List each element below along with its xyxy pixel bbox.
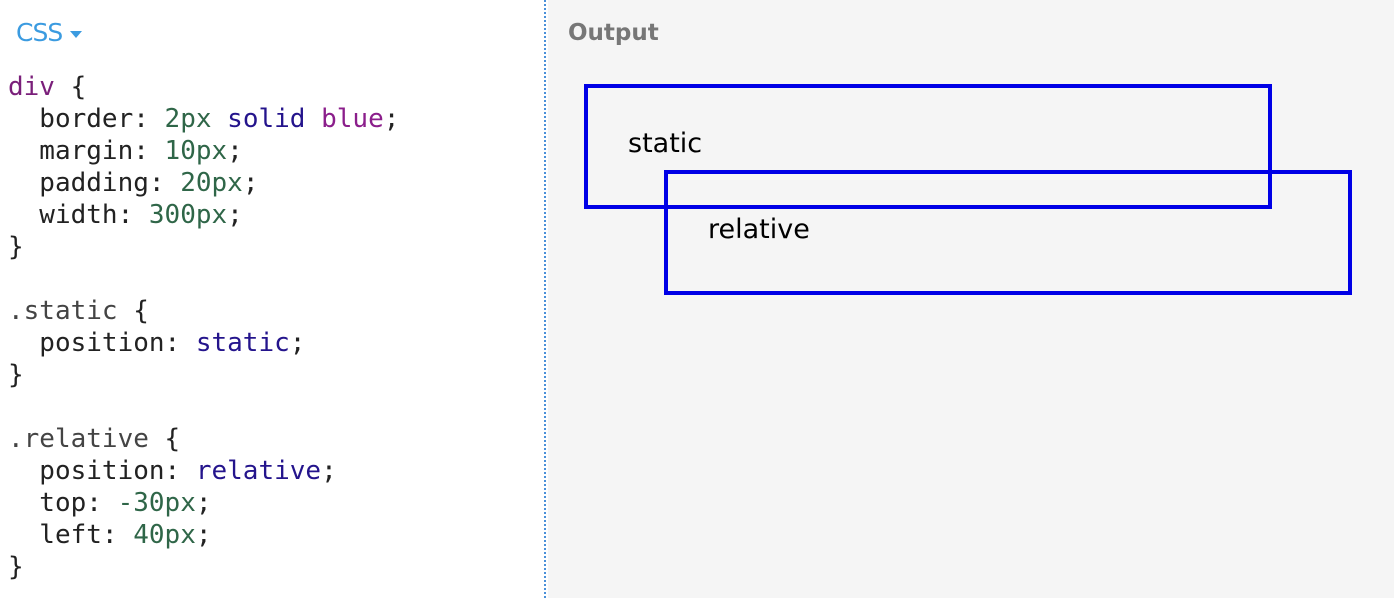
code-token: 20px	[180, 168, 243, 198]
code-line: .static {	[8, 295, 399, 327]
code-line: border: 2px solid blue;	[8, 103, 399, 135]
code-token: }	[8, 232, 24, 262]
code-token: width:	[8, 200, 149, 230]
code-token: solid	[227, 104, 306, 134]
code-token: position:	[8, 328, 196, 358]
code-token: static	[195, 328, 290, 358]
code-line: }	[8, 231, 399, 263]
code-token: ;	[195, 488, 212, 518]
static-box: static	[584, 84, 1272, 209]
relative-box: relative	[664, 170, 1352, 295]
code-token: ;	[289, 328, 306, 358]
code-line: padding: 20px;	[8, 167, 399, 199]
code-line: position: relative;	[8, 455, 399, 487]
code-line: width: 300px;	[8, 199, 399, 231]
code-token: relative	[195, 456, 322, 486]
code-line: top: -30px;	[8, 487, 399, 519]
code-line: }	[8, 359, 399, 391]
code-token: padding:	[8, 168, 181, 198]
code-token: }	[8, 552, 24, 582]
code-line	[8, 391, 399, 423]
code-token: .relative	[8, 424, 149, 454]
output-title: Output	[568, 20, 659, 46]
language-label: CSS	[16, 18, 63, 47]
code-token: margin:	[8, 136, 165, 166]
code-token: 10px	[164, 136, 228, 166]
code-token: ;	[195, 520, 212, 550]
code-token: ;	[227, 200, 243, 230]
static-box-label: static	[628, 128, 703, 159]
code-token: .static	[8, 296, 118, 326]
code-token: }	[8, 360, 24, 390]
code-token: 2px	[164, 104, 212, 134]
code-token: ;	[383, 104, 400, 134]
code-token: blue	[321, 104, 384, 134]
code-token: -30px	[117, 488, 196, 518]
code-line: position: static;	[8, 327, 399, 359]
code-token: {	[117, 296, 149, 326]
code-line: div {	[8, 71, 399, 103]
code-token: top:	[8, 488, 118, 518]
language-dropdown[interactable]: CSS	[16, 18, 83, 47]
code-token: left:	[8, 520, 134, 550]
code-line: .relative {	[8, 423, 399, 455]
code-token: ;	[242, 168, 259, 198]
code-token: position:	[8, 456, 196, 486]
code-line: margin: 10px;	[8, 135, 399, 167]
code-token	[305, 104, 321, 134]
css-editor-panel: CSS div { border: 2px solid blue; margin…	[0, 0, 546, 598]
code-token: {	[54, 72, 87, 102]
output-panel: Output static relative	[548, 0, 1394, 598]
code-token: div	[8, 72, 55, 102]
code-token: 40px	[133, 520, 196, 550]
chevron-down-icon	[70, 30, 83, 38]
code-line: }	[8, 551, 399, 583]
relative-box-label: relative	[708, 214, 810, 245]
code-line: left: 40px;	[8, 519, 399, 551]
code-token: ;	[227, 136, 243, 166]
code-line	[8, 263, 399, 295]
code-token	[212, 104, 228, 134]
code-token: {	[148, 424, 181, 454]
code-token: ;	[321, 456, 337, 486]
code-token: border:	[8, 104, 165, 134]
code-editor[interactable]: div { border: 2px solid blue; margin: 10…	[8, 71, 399, 583]
code-token: 300px	[148, 200, 228, 230]
